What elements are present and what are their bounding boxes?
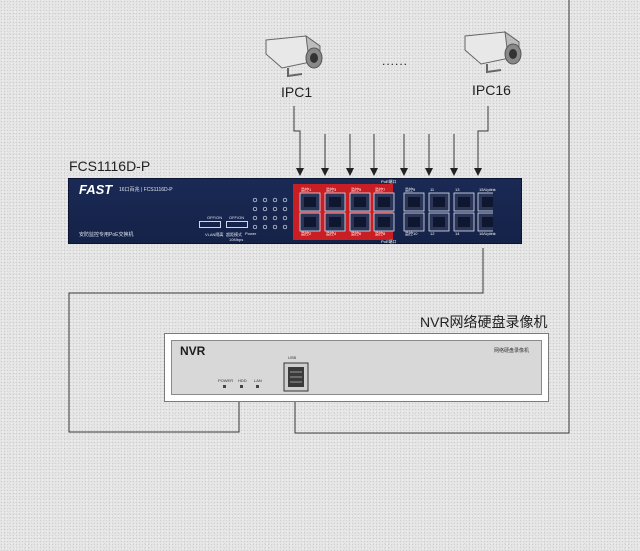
- ethernet-port-socket: [458, 197, 470, 207]
- ethernet-port-socket: [329, 197, 341, 207]
- nvr-panel-logo: NVR: [180, 344, 206, 358]
- ethernet-port-socket: [329, 217, 341, 227]
- led-hdd-label: HDD: [238, 378, 247, 383]
- status-led: [252, 206, 258, 212]
- ethernet-port-socket: [408, 197, 420, 207]
- ipc16-cable: [477, 106, 489, 170]
- top-port-label: 监控1: [301, 187, 312, 192]
- nvr-device: NVR 网络硬盘录像机 POWER HDD LAN USB: [164, 333, 549, 402]
- bottom-port-label: 12: [430, 231, 435, 236]
- security-camera-icon: [464, 30, 522, 74]
- extend-toggle-caption2: 10Mbps: [229, 237, 244, 242]
- status-led: [282, 215, 288, 221]
- ethernet-port-socket: [433, 197, 445, 207]
- status-led: [282, 224, 288, 230]
- nvr-panel-right-text: 网络硬盘录像机: [494, 348, 530, 354]
- ipc1-label: IPC1: [281, 84, 313, 100]
- top-port-label: 13: [455, 187, 460, 192]
- status-led: [252, 215, 258, 221]
- top-port-label: 监控5: [351, 187, 362, 192]
- camera-ellipsis: ......: [382, 54, 409, 68]
- extend-toggle-caption: 超距模式: [226, 232, 242, 237]
- top-port-label: 监控9: [405, 187, 416, 192]
- nvr-led-indicators: [223, 385, 259, 388]
- bottom-port-label: 监控4: [326, 231, 337, 236]
- bottom-port-label: 监控6: [351, 231, 362, 236]
- ethernet-port-socket: [482, 217, 493, 227]
- ethernet-port-socket: [408, 217, 420, 227]
- led-power-label: POWER: [218, 378, 234, 383]
- status-led: [282, 206, 288, 212]
- extend-toggle-label: OFF/ON: [229, 215, 245, 220]
- switch-model-label: FCS1116D-P: [69, 158, 151, 174]
- top-port-label: 监控3: [326, 187, 337, 192]
- status-led: [262, 197, 268, 203]
- nvr-front-panel: NVR 网络硬盘录像机 POWER HDD LAN USB: [171, 340, 542, 395]
- ipc1-cable: [293, 106, 301, 170]
- ethernet-ports: [299, 192, 493, 232]
- vlan-toggle-caption: VLAN隔离: [205, 232, 224, 237]
- status-led: [262, 215, 268, 221]
- status-led: [282, 197, 288, 203]
- ethernet-port-socket: [433, 217, 445, 227]
- status-led: [252, 224, 258, 230]
- status-led: [272, 206, 278, 212]
- ethernet-port-socket: [304, 197, 316, 207]
- status-led: [262, 206, 268, 212]
- usb-label: USB: [288, 355, 297, 360]
- ethernet-port-socket: [458, 217, 470, 227]
- bottom-port-label: 监控2: [301, 231, 312, 236]
- ethernet-port-socket: [378, 197, 390, 207]
- top-port-label: 监控7: [375, 187, 386, 192]
- ethernet-port-socket: [304, 217, 316, 227]
- ipc16-label: IPC16: [472, 82, 511, 98]
- poe-top-strip: PoE端口: [381, 179, 397, 184]
- status-led-grid: [252, 197, 288, 230]
- ethernet-port-socket: [354, 217, 366, 227]
- extend-toggle[interactable]: [226, 221, 248, 228]
- ethernet-port-socket: [482, 197, 493, 207]
- led-lan-label: LAN: [254, 378, 262, 383]
- security-camera-icon: [265, 34, 323, 78]
- uplink-cable: [294, 0, 570, 434]
- status-led: [272, 197, 278, 203]
- usb-port-icon[interactable]: [283, 362, 309, 392]
- bottom-port-label: 14: [455, 231, 460, 236]
- ethernet-port-socket: [354, 197, 366, 207]
- status-led: [252, 197, 258, 203]
- bottom-port-label: 监控8: [375, 231, 386, 236]
- power-label: Power: [245, 231, 257, 236]
- status-led: [262, 224, 268, 230]
- switch-desc: 16口百兆 | FCS1116D-P: [119, 187, 173, 193]
- poe-switch: FAST 16口百兆 | FCS1116D-P 安防监控专用PoE交换机 OFF…: [68, 178, 522, 244]
- nvr-cable: [68, 248, 484, 433]
- status-led: [272, 224, 278, 230]
- bottom-port-label: 监控10: [405, 231, 418, 236]
- vlan-toggle-label: OFF/ON: [207, 215, 223, 220]
- switch-subtitle: 安防监控专用PoE交换机: [79, 232, 134, 238]
- brand-logo: FAST: [79, 182, 113, 197]
- poe-bottom-strip: PoE端口: [381, 239, 397, 244]
- vlan-toggle[interactable]: [199, 221, 221, 228]
- bottom-port-label: 16/Uplink: [479, 231, 496, 236]
- ethernet-port-socket: [378, 217, 390, 227]
- nvr-title-label: NVR网络硬盘录像机: [420, 314, 548, 330]
- top-port-label: 11: [430, 187, 435, 192]
- top-port-label: 15/Uplink: [479, 187, 496, 192]
- status-led: [272, 215, 278, 221]
